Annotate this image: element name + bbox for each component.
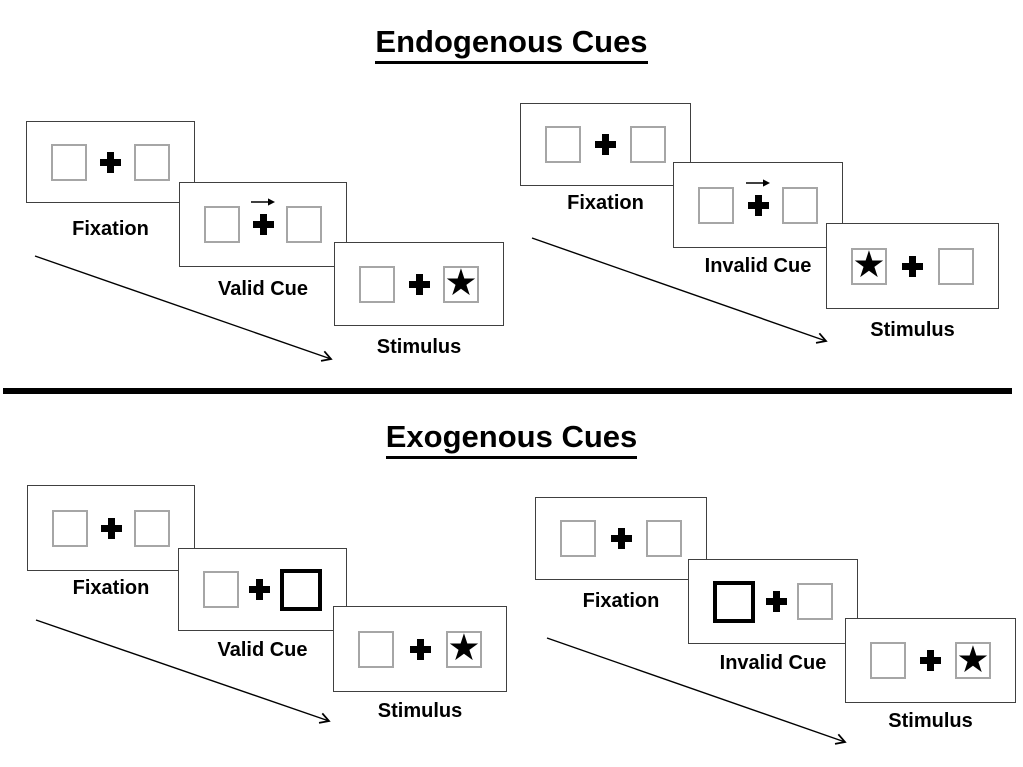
target-box-right: ★ bbox=[955, 637, 991, 681]
placeholder-box-right bbox=[782, 186, 818, 224]
placeholder-box-left bbox=[560, 520, 596, 557]
panel-label-stimulus: Stimulus bbox=[376, 336, 462, 358]
fixation-cross-icon bbox=[252, 214, 274, 235]
placeholder-box-left bbox=[52, 509, 88, 547]
fixation-center bbox=[595, 134, 616, 155]
fixation-cross-icon bbox=[409, 638, 431, 660]
panel-label-stimulus: Stimulus bbox=[888, 710, 973, 732]
placeholder-box-right bbox=[134, 143, 170, 181]
placeholder-box-left bbox=[359, 265, 395, 303]
placeholder-box-left bbox=[698, 186, 734, 224]
target-box-right: ★ bbox=[443, 261, 479, 304]
placeholder-box-left bbox=[358, 630, 394, 668]
cue-highlight-box-right bbox=[280, 568, 322, 611]
panel-label-fixation: Fixation bbox=[582, 590, 660, 612]
panel-fixation bbox=[27, 485, 195, 571]
panel-invalid-cue bbox=[673, 162, 843, 248]
panel-label-valid-cue: Valid Cue bbox=[217, 278, 309, 300]
target-star-icon: ★ bbox=[444, 261, 478, 304]
fixation-center bbox=[100, 151, 121, 173]
panel-invalid-cue bbox=[688, 559, 858, 644]
panel-valid-cue bbox=[178, 548, 347, 631]
fixation-cross-icon bbox=[408, 273, 430, 295]
placeholder-box-right bbox=[134, 509, 170, 547]
sequence-arrow-endogenous-valid bbox=[34, 255, 333, 362]
target-box-left: ★ bbox=[851, 243, 887, 286]
panel-valid-cue bbox=[179, 182, 347, 267]
panel-stimulus: ★ bbox=[334, 242, 504, 326]
fixation-center bbox=[251, 198, 275, 235]
fixation-cross-icon bbox=[765, 591, 787, 612]
fixation-center bbox=[920, 650, 941, 671]
panel-label-fixation: Fixation bbox=[72, 218, 149, 240]
cue-arrow-right-icon bbox=[746, 178, 770, 187]
placeholder-box-left bbox=[870, 642, 906, 679]
fixation-center bbox=[100, 517, 122, 539]
target-star-icon: ★ bbox=[956, 637, 990, 681]
target-star-icon: ★ bbox=[447, 626, 481, 669]
fixation-cross-icon bbox=[100, 517, 122, 539]
panel-stimulus: ★ bbox=[826, 223, 999, 309]
fixation-center bbox=[746, 178, 770, 216]
fixation-cross-icon bbox=[249, 579, 270, 600]
panel-fixation bbox=[26, 121, 195, 203]
target-box-right: ★ bbox=[446, 626, 482, 669]
panel-stimulus: ★ bbox=[333, 606, 507, 692]
section-title-endogenous: Endogenous Cues bbox=[0, 24, 1023, 64]
placeholder-box-left bbox=[204, 206, 240, 243]
panel-fixation bbox=[535, 497, 707, 580]
panel-stimulus: ★ bbox=[845, 618, 1016, 703]
panel-fixation bbox=[520, 103, 691, 186]
placeholder-box-left bbox=[203, 571, 239, 608]
section-title-endogenous-text: Endogenous Cues bbox=[375, 24, 648, 64]
cue-highlight-box-left bbox=[713, 580, 755, 623]
placeholder-box-right bbox=[797, 583, 833, 620]
placeholder-box-right bbox=[646, 520, 682, 557]
placeholder-box-right bbox=[630, 126, 666, 163]
fixation-cross-icon bbox=[610, 528, 632, 549]
section-title-exogenous-text: Exogenous Cues bbox=[385, 419, 638, 459]
panel-label-stimulus: Stimulus bbox=[870, 319, 955, 341]
placeholder-box-right bbox=[938, 247, 974, 285]
fixation-center bbox=[902, 255, 923, 277]
sequence-arrow-exogenous-valid bbox=[35, 619, 331, 724]
fixation-center bbox=[409, 638, 431, 660]
fixation-cross-icon bbox=[747, 194, 769, 216]
placeholder-box-left bbox=[51, 143, 87, 181]
panel-label-invalid-cue: Invalid Cue bbox=[719, 652, 827, 674]
target-star-icon: ★ bbox=[852, 243, 886, 286]
fixation-cross-icon bbox=[100, 151, 121, 173]
panel-label-fixation: Fixation bbox=[72, 577, 150, 599]
panel-label-invalid-cue: Invalid Cue bbox=[704, 255, 812, 277]
section-title-exogenous: Exogenous Cues bbox=[0, 419, 1023, 459]
fixation-center bbox=[610, 528, 632, 549]
section-divider bbox=[3, 388, 1012, 394]
cue-arrow-right-icon bbox=[251, 198, 275, 206]
fixation-cross-icon bbox=[595, 134, 616, 155]
panel-label-fixation: Fixation bbox=[567, 192, 644, 214]
panel-label-valid-cue: Valid Cue bbox=[217, 639, 308, 661]
fixation-cross-icon bbox=[902, 255, 923, 277]
fixation-center bbox=[765, 591, 787, 612]
panel-label-stimulus: Stimulus bbox=[377, 700, 463, 722]
placeholder-box-left bbox=[545, 126, 581, 163]
fixation-cross-icon bbox=[920, 650, 941, 671]
fixation-center bbox=[249, 579, 270, 600]
fixation-center bbox=[408, 273, 430, 295]
placeholder-box-right bbox=[286, 206, 322, 243]
